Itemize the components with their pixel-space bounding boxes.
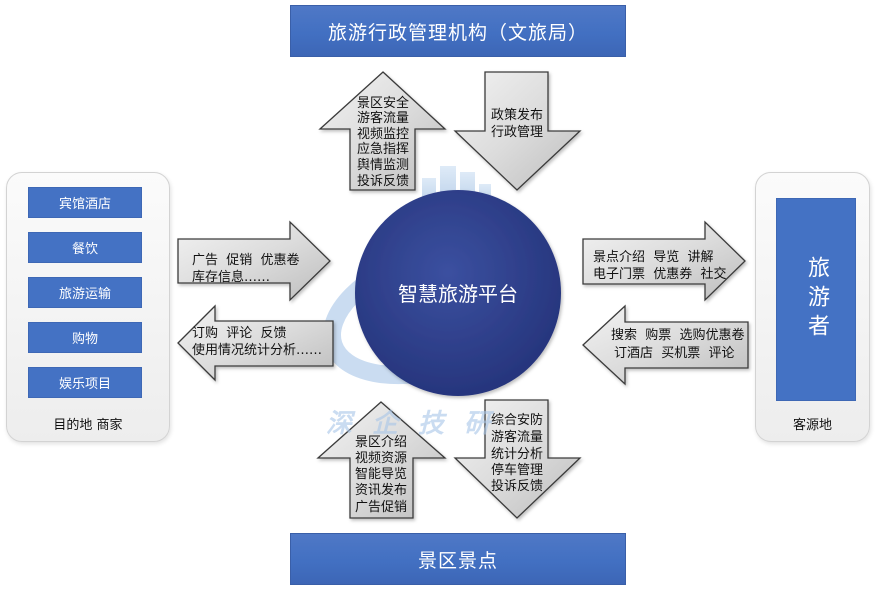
arrow-merchant-out: 广告 促销 优惠卷 库存信息…… [177,220,331,302]
arrow-text-line: 库存信息…… [192,269,270,285]
merchant-item-label: 餐饮 [71,242,98,257]
merchant-item-shopping: 购物 [28,322,142,353]
arrow-text-line: 应急指挥 [357,141,409,157]
arrow-shape [177,220,331,302]
arrow-merchant-in: 订购 评论 反馈 使用情况统计分析…… [177,304,334,382]
arrow-text-line: 订酒店 买机票 评论 [614,346,735,361]
scenic-spots-label: 景区景点 [417,549,498,572]
merchant-item-label: 娱乐项目 [58,377,111,392]
arrow-shape [177,304,334,382]
arrow-text-line: 景点介绍 导览 讲解 [593,249,714,265]
arrow-scenic-down: 综合安防 游客流量 统计分析 停车管理 投诉反馈 [453,399,582,519]
platform-label: 智慧旅游平台 [398,282,518,306]
merchant-list: 宾馆酒店 餐饮 旅游运输 购物 娱乐项目 [28,187,142,398]
merchant-item-transport: 旅游运输 [28,277,142,308]
merchants-caption: 目的地 商家 [53,418,123,433]
admin-agency-box: 旅游行政管理机构（文旅局） [290,5,626,57]
merchants-panel: 宾馆酒店 餐饮 旅游运输 购物 娱乐项目 目的地 商家 [6,172,170,442]
arrow-text-line: 使用情况统计分析…… [192,342,322,358]
arrow-text-line: 视频资源 [355,451,407,466]
tourists-caption: 客源地 [792,418,832,433]
scenic-spots-box: 景区景点 [290,533,626,585]
arrow-text-line: 广告促销 [355,500,407,515]
arrow-shape [582,304,749,386]
arrow-text-line: 政策发布 [491,107,543,123]
admin-agency-label: 旅游行政管理机构（文旅局） [327,21,588,44]
arrow-text-line: 广告 促销 优惠卷 [192,252,300,268]
arrow-text-line: 视频监控 [357,127,409,142]
arrow-text-line: 停车管理 [491,462,543,478]
merchant-item-label: 旅游运输 [58,287,111,302]
arrow-text-line: 投诉反馈 [357,173,409,189]
tourists-box: 旅游者 [776,198,856,401]
arrow-text-line: 行政管理 [491,125,543,140]
merchant-item-entertainment: 娱乐项目 [28,367,142,398]
arrow-text-line: 游客流量 [491,429,543,445]
arrow-text-line: 综合安防 [491,412,543,428]
arrow-text-line: 搜索 购票 选购优惠卷 [611,327,745,343]
arrow-scenic-up: 景区介绍 视频资源 智能导览 资讯发布 广告促销 [316,401,447,519]
merchant-item-label: 宾馆酒店 [58,197,111,212]
arrow-tourist-out: 景点介绍 导览 讲解 电子门票 优惠券 社交 [582,220,746,302]
arrow-text-line: 资讯发布 [355,482,407,498]
watermark-text: 深企技研 [326,409,510,439]
arrow-shape [318,71,447,191]
merchant-item-label: 购物 [71,332,98,347]
arrow-text-line: 游客流量 [357,110,409,126]
arrow-text-line: 智能导览 [355,466,407,482]
merchant-item-hotel: 宾馆酒店 [28,187,142,218]
arrow-shape [453,399,582,519]
arrow-text-line: 投诉反馈 [491,478,543,494]
arrow-text-line: 订购 评论 反馈 [192,325,287,341]
arrow-shape [453,71,582,191]
arrow-text-line: 电子门票 优惠券 社交 [593,266,727,282]
arrow-text-line: 统计分析 [491,447,543,462]
platform-circle [355,190,561,396]
merchant-item-dining: 餐饮 [28,232,142,263]
tourists-label: 旅游者 [804,256,829,343]
arrow-shape [582,220,746,302]
arrow-text-line: 舆情监测 [357,158,409,173]
tourists-panel: 旅游者 客源地 [755,172,870,442]
arrow-admin-down: 政策发布 行政管理 [453,71,582,191]
arrow-shape [316,401,447,519]
platform-node: 智慧旅游平台 [355,190,561,396]
arrow-tourist-in: 搜索 购票 选购优惠卷 订酒店 买机票 评论 [582,304,749,386]
arrow-text-line: 景区介绍 [355,435,407,450]
arrow-admin-up: 景区安全 游客流量 视频监控 应急指挥 舆情监测 投诉反馈 [318,71,447,191]
arrow-text-line: 景区安全 [357,95,409,111]
